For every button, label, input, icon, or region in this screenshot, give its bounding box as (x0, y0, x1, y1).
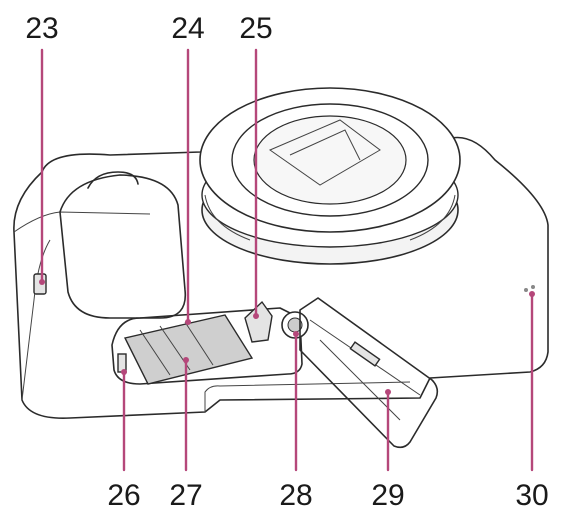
callout-labels: 23 24 25 26 27 28 29 30 (25, 12, 548, 512)
leader-lines (39, 48, 535, 472)
leader-dot-29 (385, 389, 391, 395)
battery-door (299, 297, 439, 449)
leader-dot-24 (185, 319, 191, 325)
leader-dot-26 (121, 369, 127, 375)
callout-25: 25 (239, 12, 272, 45)
callout-30: 30 (515, 479, 548, 512)
callout-23: 23 (25, 12, 58, 45)
battery (123, 314, 254, 385)
battery-compartment (111, 300, 309, 385)
lens-ring (199, 87, 461, 265)
leader-dot-28 (293, 331, 299, 337)
leader-dot-23 (39, 279, 45, 285)
callout-26: 26 (107, 479, 140, 512)
callout-24: 24 (171, 12, 204, 45)
callout-29: 29 (371, 479, 404, 512)
leader-dot-25 (253, 313, 259, 319)
callout-28: 28 (279, 479, 312, 512)
callout-27: 27 (169, 479, 202, 512)
leader-dot-30 (529, 291, 535, 297)
leader-dot-27 (183, 357, 189, 363)
